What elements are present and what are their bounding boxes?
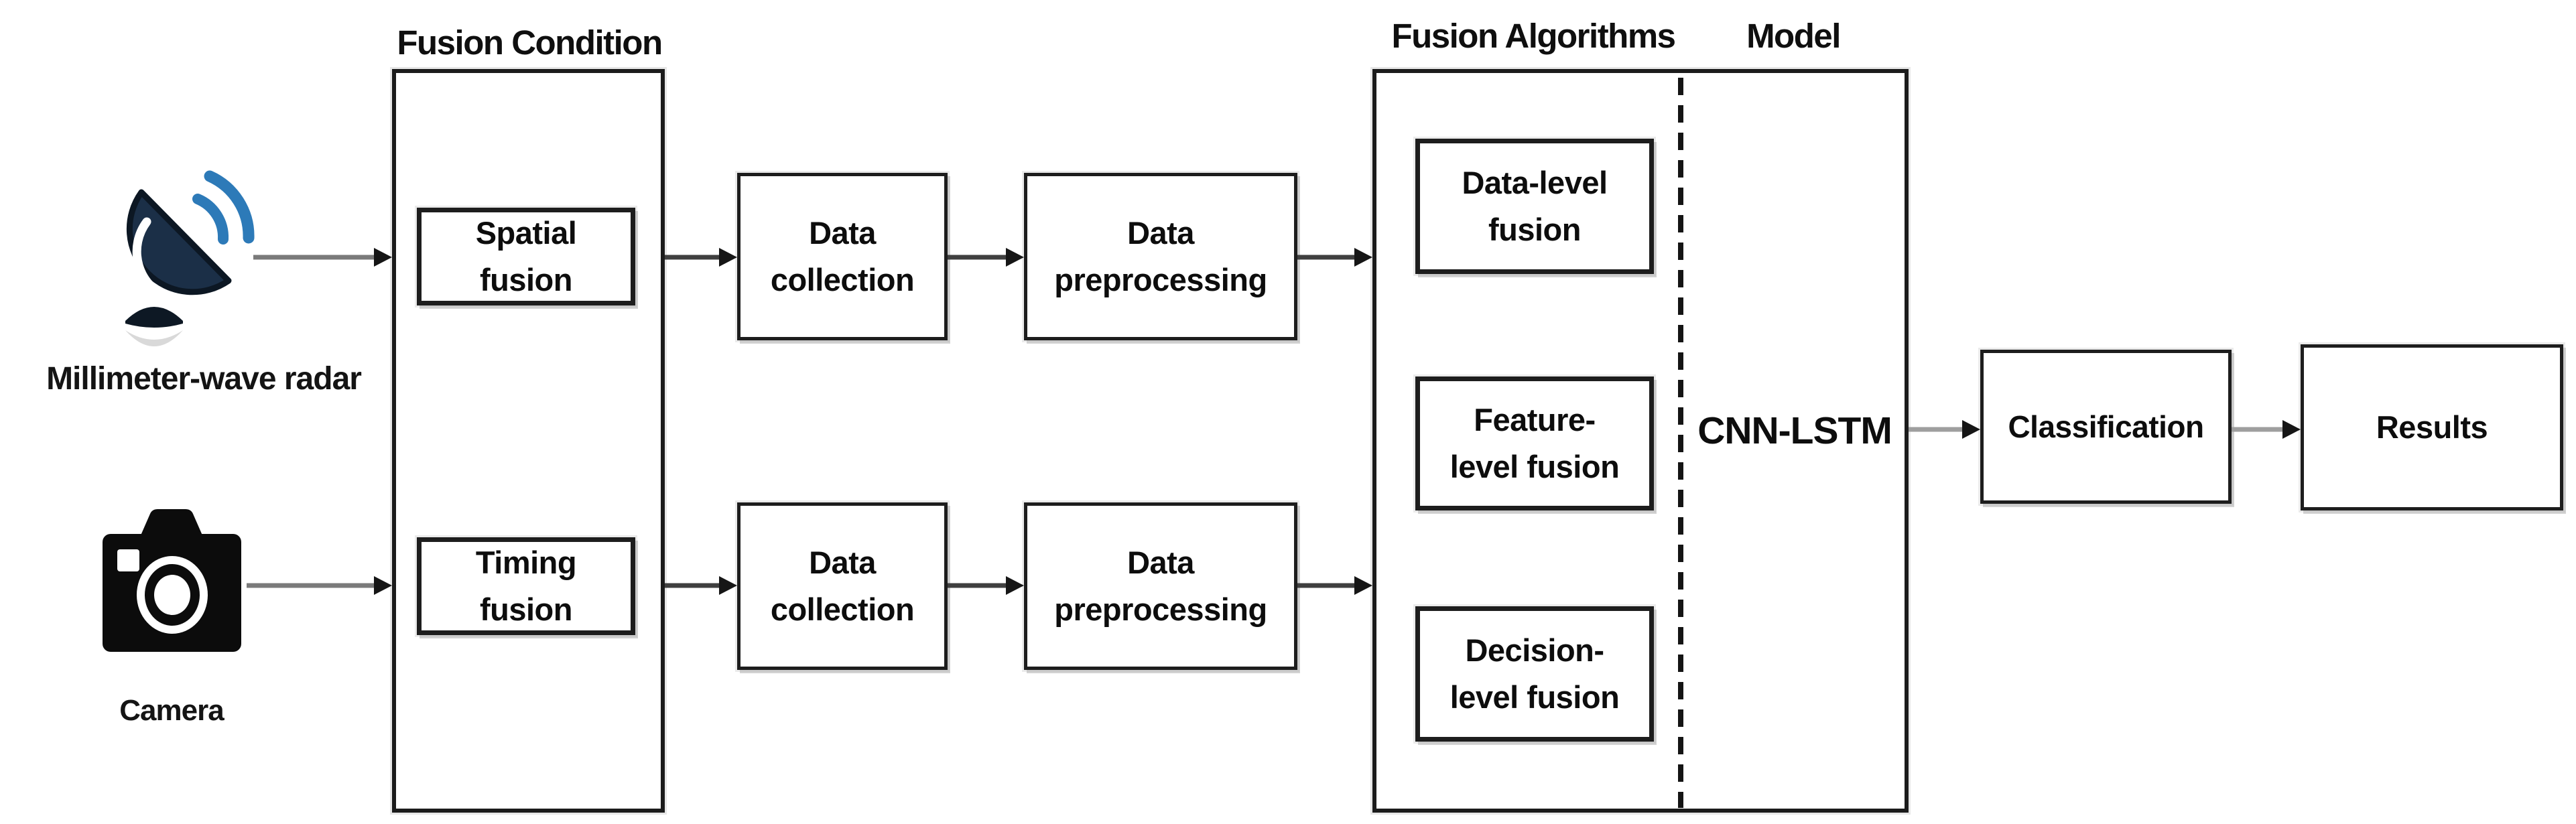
decision-level-fusion-line2: level fusion: [1450, 679, 1620, 715]
decision-level-fusion-box: Decision- level fusion: [1415, 606, 1654, 742]
feature-level-fusion-line1: Feature-: [1474, 402, 1596, 437]
arrow-classification-to-results: [2232, 419, 2301, 439]
data-preprocessing-bottom-box: Data preprocessing: [1024, 502, 1297, 670]
camera-source-label: Camera: [119, 694, 224, 727]
camera-icon: [101, 507, 245, 655]
arrow-radar-to-condition: [253, 247, 392, 267]
data-level-fusion-box: Data-level fusion: [1415, 139, 1654, 274]
arrow-preprocessing-to-algorithms-bottom: [1297, 575, 1372, 596]
arrow-model-to-classification: [1909, 419, 1980, 439]
data-collection-top-line1: Data: [809, 215, 876, 251]
spatial-fusion-label-line1: Spatial: [475, 215, 577, 251]
data-preprocessing-top-line2: preprocessing: [1054, 262, 1267, 297]
timing-fusion-label-line2: fusion: [480, 592, 572, 627]
data-preprocessing-top-box: Data preprocessing: [1024, 173, 1297, 340]
model-title: Model: [1746, 17, 1841, 55]
cnn-lstm-model-label: CNN-LSTM: [1697, 409, 1892, 452]
timing-fusion-label-line1: Timing: [475, 545, 577, 580]
classification-label: Classification: [2008, 409, 2204, 444]
arrow-preprocessing-to-algorithms-top: [1297, 247, 1372, 267]
classification-box: Classification: [1980, 350, 2232, 504]
data-collection-bottom-box: Data collection: [737, 502, 948, 670]
results-box: Results: [2301, 344, 2563, 510]
radar-dish-icon: [90, 156, 258, 357]
arrow-collection-to-preprocessing-bottom: [948, 575, 1024, 596]
data-preprocessing-bottom-line1: Data: [1127, 545, 1194, 580]
decision-level-fusion-line1: Decision-: [1465, 632, 1604, 668]
data-preprocessing-bottom-line2: preprocessing: [1054, 592, 1267, 627]
fusion-algorithms-title: Fusion Algorithms: [1391, 17, 1676, 55]
data-level-fusion-line2: fusion: [1488, 212, 1581, 247]
spatial-fusion-box: Spatial fusion: [417, 208, 635, 305]
feature-level-fusion-line2: level fusion: [1450, 449, 1620, 484]
data-collection-top-box: Data collection: [737, 173, 948, 340]
results-label: Results: [2376, 409, 2488, 445]
arrow-collection-to-preprocessing-top: [948, 247, 1024, 267]
data-level-fusion-line1: Data-level: [1462, 165, 1608, 200]
arrow-camera-to-condition: [247, 575, 392, 596]
feature-level-fusion-box: Feature- level fusion: [1415, 376, 1654, 510]
data-collection-bottom-line2: collection: [770, 592, 915, 627]
radar-source-label: Millimeter-wave radar: [46, 361, 362, 397]
algorithms-model-divider: [1678, 78, 1683, 808]
fusion-condition-group-box: [392, 69, 665, 813]
data-collection-top-line2: collection: [770, 262, 915, 297]
timing-fusion-box: Timing fusion: [417, 537, 635, 635]
data-collection-bottom-line1: Data: [809, 545, 876, 580]
fusion-condition-title: Fusion Condition: [397, 23, 663, 62]
arrow-spatial-to-collection: [665, 247, 737, 267]
arrow-timing-to-collection: [665, 575, 737, 596]
data-preprocessing-top-line1: Data: [1127, 215, 1194, 251]
spatial-fusion-label-line2: fusion: [480, 262, 572, 297]
